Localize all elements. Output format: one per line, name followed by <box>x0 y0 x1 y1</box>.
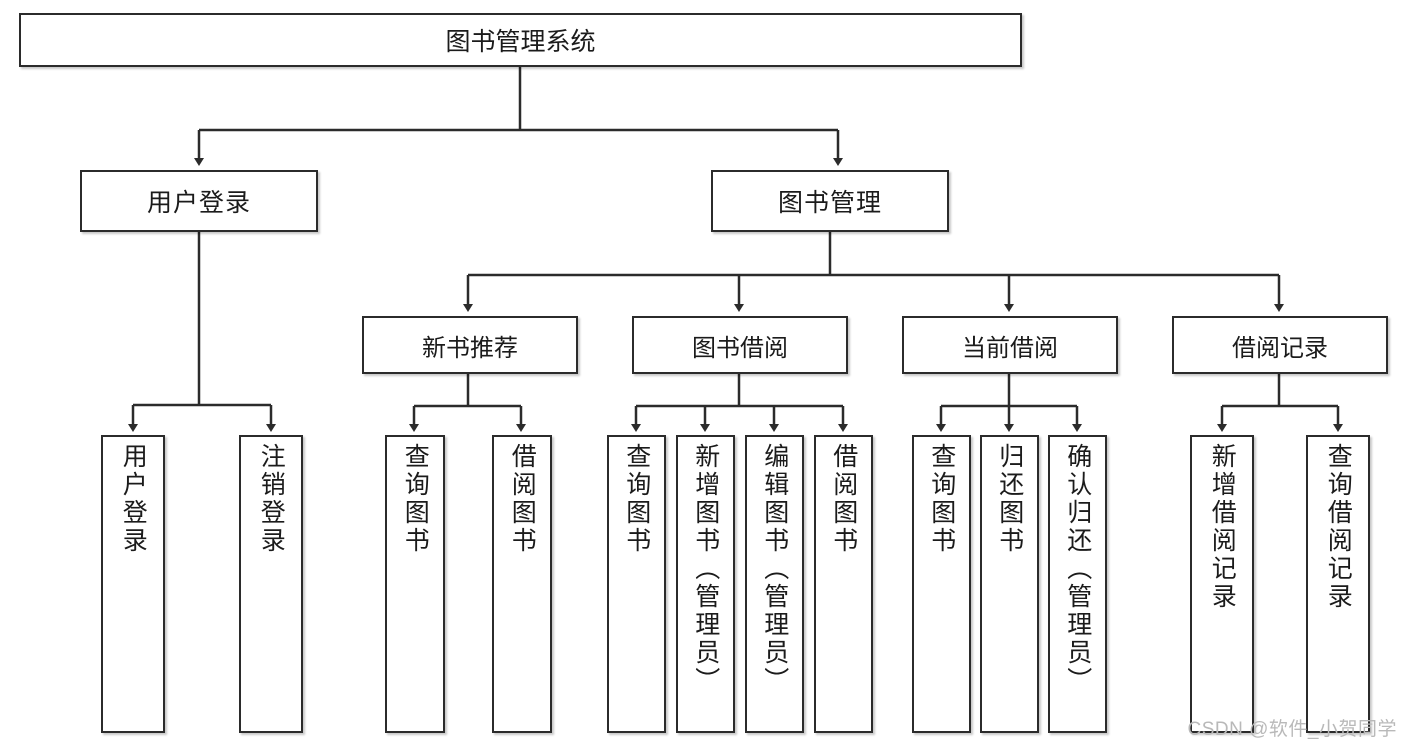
leaf-label: 编辑图书（管理员） <box>760 443 789 695</box>
node-label: 新书推荐 <box>422 334 518 362</box>
leaf-logout[interactable]: 注销登录 <box>239 435 303 733</box>
watermark: CSDN @软件_小贺同学 <box>1187 719 1397 740</box>
leaf-borrow-book[interactable]: 借阅图书 <box>814 435 873 733</box>
leaf-query-borrow-record[interactable]: 查询借阅记录 <box>1306 435 1370 733</box>
node-root-system[interactable]: 图书管理系统 <box>19 13 1022 67</box>
node-new-book-recommend[interactable]: 新书推荐 <box>362 316 578 374</box>
leaf-label: 查询图书 <box>927 443 956 555</box>
leaf-query-book-current[interactable]: 查询图书 <box>912 435 971 733</box>
leaf-user-login[interactable]: 用户登录 <box>101 435 165 733</box>
leaf-label: 查询图书 <box>401 443 430 555</box>
leaf-borrow-book-new[interactable]: 借阅图书 <box>492 435 552 733</box>
leaf-label: 查询借阅记录 <box>1324 443 1353 611</box>
node-label: 图书管理 <box>777 189 882 217</box>
node-user-login[interactable]: 用户登录 <box>80 170 318 232</box>
node-borrow-record[interactable]: 借阅记录 <box>1172 316 1388 374</box>
leaf-query-book-new[interactable]: 查询图书 <box>385 435 445 733</box>
node-current-borrow[interactable]: 当前借阅 <box>902 316 1118 374</box>
node-book-borrow[interactable]: 图书借阅 <box>632 316 848 374</box>
leaf-label: 借阅图书 <box>829 443 858 555</box>
leaf-label: 用户登录 <box>119 443 148 555</box>
leaf-label: 确认归还（管理员） <box>1063 443 1092 695</box>
leaf-label: 查询图书 <box>622 443 651 555</box>
node-label: 用户登录 <box>146 189 251 217</box>
node-label: 图书管理系统 <box>445 28 596 56</box>
leaf-label: 注销登录 <box>257 443 286 555</box>
node-label: 图书借阅 <box>692 334 788 362</box>
leaf-query-book[interactable]: 查询图书 <box>607 435 666 733</box>
leaf-label: 借阅图书 <box>508 443 537 555</box>
leaf-add-borrow-record[interactable]: 新增借阅记录 <box>1190 435 1254 733</box>
leaf-label: 新增借阅记录 <box>1208 443 1237 611</box>
leaf-add-book-admin[interactable]: 新增图书（管理员） <box>676 435 735 733</box>
node-label: 借阅记录 <box>1232 334 1328 362</box>
node-book-management[interactable]: 图书管理 <box>711 170 949 232</box>
leaf-edit-book-admin[interactable]: 编辑图书（管理员） <box>745 435 804 733</box>
leaf-label: 新增图书（管理员） <box>691 443 720 695</box>
node-label: 当前借阅 <box>962 334 1058 362</box>
leaf-label: 归还图书 <box>995 443 1024 555</box>
leaf-return-book[interactable]: 归还图书 <box>980 435 1039 733</box>
leaf-confirm-return-admin[interactable]: 确认归还（管理员） <box>1048 435 1107 733</box>
